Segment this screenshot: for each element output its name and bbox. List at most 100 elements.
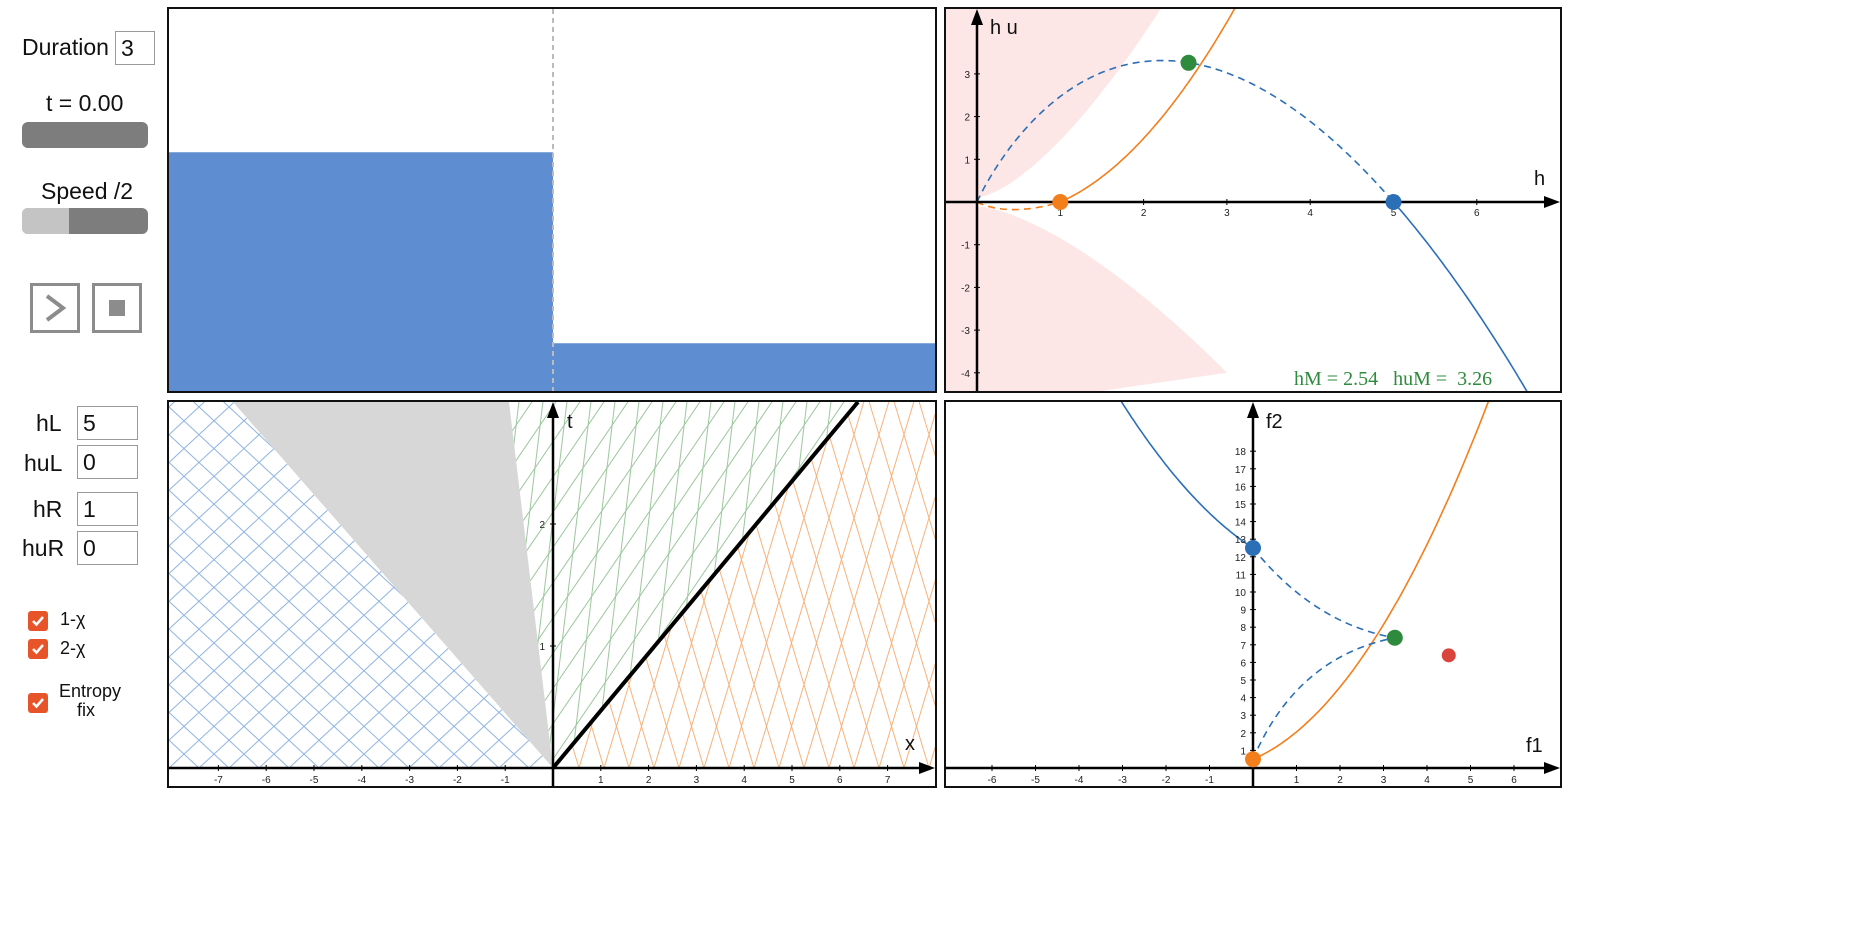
- speed-slider[interactable]: [22, 208, 148, 234]
- speed-label: Speed /2: [41, 178, 134, 204]
- right-state-point[interactable]: [1052, 194, 1069, 210]
- f1-tick-label: 5: [1468, 775, 1474, 786]
- characteristic-line: [829, 402, 935, 768]
- characteristic-line: [169, 402, 189, 768]
- left-state-point[interactable]: [1385, 194, 1402, 210]
- characteristic-line: [169, 402, 350, 768]
- f2-tick-label: 12: [1235, 553, 1247, 564]
- phase-ylabel: h u: [990, 17, 1018, 39]
- f2-axis-arrow: [1247, 402, 1259, 418]
- characteristic-line: [728, 402, 840, 768]
- x-tick-label: -2: [453, 775, 462, 786]
- x-tick-label: -4: [357, 775, 366, 786]
- hyperbolic-region-upper: [977, 9, 1161, 202]
- characteristic-line: [522, 402, 773, 768]
- stop-button[interactable]: [92, 283, 142, 333]
- characteristic-line: [828, 402, 935, 768]
- x-tick-label: 4: [741, 775, 747, 786]
- flux-curve-right: [1252, 402, 1490, 760]
- characteristic-line: [378, 402, 553, 768]
- characteristic-line: [169, 402, 440, 768]
- hu-tick-label: 1: [964, 155, 970, 166]
- hu-tick-label: 2: [964, 113, 970, 124]
- characteristic-line: [498, 402, 553, 768]
- characteristic-line: [793, 402, 905, 768]
- f1-tick-label: 4: [1424, 775, 1430, 786]
- f2-tick-label: 4: [1240, 694, 1246, 705]
- huR-input[interactable]: 0: [77, 531, 138, 565]
- flux-middle-state-point: [1386, 629, 1403, 646]
- entropy-fix-checkbox[interactable]: [28, 693, 48, 713]
- f1-axis-arrow: [1544, 762, 1560, 774]
- hu-tick-label: -4: [961, 369, 970, 380]
- characteristic-line: [907, 402, 935, 768]
- characteristic-line: [810, 402, 856, 768]
- play-button[interactable]: [30, 283, 80, 333]
- characteristic-line: [169, 402, 265, 768]
- f2-tick-label: 6: [1240, 658, 1246, 669]
- huL-input[interactable]: 0: [77, 445, 138, 479]
- characteristic-line: [743, 402, 855, 768]
- characteristic-line: [179, 402, 289, 768]
- hu-tick-label: 3: [964, 70, 970, 81]
- f2-tick-label: 7: [1240, 641, 1246, 652]
- t-tick-label: 2: [539, 520, 545, 531]
- middle-state-point: [1180, 54, 1197, 71]
- hL-input[interactable]: 5: [77, 406, 138, 440]
- characteristic-line: [169, 402, 325, 768]
- flux-red-point[interactable]: [1441, 648, 1456, 663]
- depth-plot: [169, 9, 935, 391]
- chi2-label: 2-χ: [60, 638, 86, 658]
- characteristic-line: [907, 402, 935, 768]
- f1-tick-label: 1: [1294, 775, 1300, 786]
- h-tick-label: 4: [1307, 208, 1313, 219]
- x-tick-label: -3: [405, 775, 414, 786]
- characteristic-line: [859, 402, 903, 768]
- f2-tick-label: 13: [1235, 535, 1247, 546]
- stop-icon: [109, 300, 125, 316]
- characteristic-line: [523, 402, 553, 768]
- hu-axis-arrow: [971, 9, 983, 25]
- hR-input[interactable]: 1: [77, 492, 138, 526]
- shock-curve-left: [1392, 201, 1528, 391]
- characteristic-line: [509, 402, 605, 768]
- characteristic-line: [810, 402, 858, 768]
- f1-tick-label: -5: [1031, 775, 1040, 786]
- characteristic-line: [803, 402, 915, 768]
- x-axis-arrow: [919, 762, 935, 774]
- flux-path-upper-dashed: [1252, 547, 1395, 639]
- hyperbolic-region-strip: [946, 9, 977, 391]
- characteristic-line: [739, 402, 935, 768]
- characteristic-line: [762, 402, 808, 768]
- hR-label: hR: [33, 496, 63, 522]
- characteristic-line: [169, 402, 295, 768]
- characteristic-line: [578, 402, 690, 768]
- entropy-fix-label-line2: fix: [77, 700, 95, 720]
- characteristic-line: [169, 402, 179, 768]
- time-slider[interactable]: [22, 122, 148, 148]
- chi1-checkbox[interactable]: [28, 611, 48, 631]
- checkmark-icon: [32, 698, 44, 709]
- x-tick-label: 5: [789, 775, 795, 786]
- hu-tick-label: -1: [961, 241, 970, 252]
- chi2-checkbox[interactable]: [28, 639, 48, 659]
- x-tick-label: 1: [598, 775, 604, 786]
- f2-tick-label: 16: [1235, 482, 1247, 493]
- h-tick-label: 5: [1391, 208, 1397, 219]
- duration-input[interactable]: 3: [115, 31, 155, 65]
- characteristic-line: [824, 402, 935, 768]
- rarefaction-fan: [233, 402, 553, 768]
- characteristic-line: [643, 402, 755, 768]
- characteristic-line: [649, 402, 935, 768]
- hu-tick-label: -2: [961, 283, 970, 294]
- xt-ylabel: t: [567, 411, 573, 433]
- checkmark-icon: [32, 616, 44, 627]
- x-tick-label: 2: [646, 775, 652, 786]
